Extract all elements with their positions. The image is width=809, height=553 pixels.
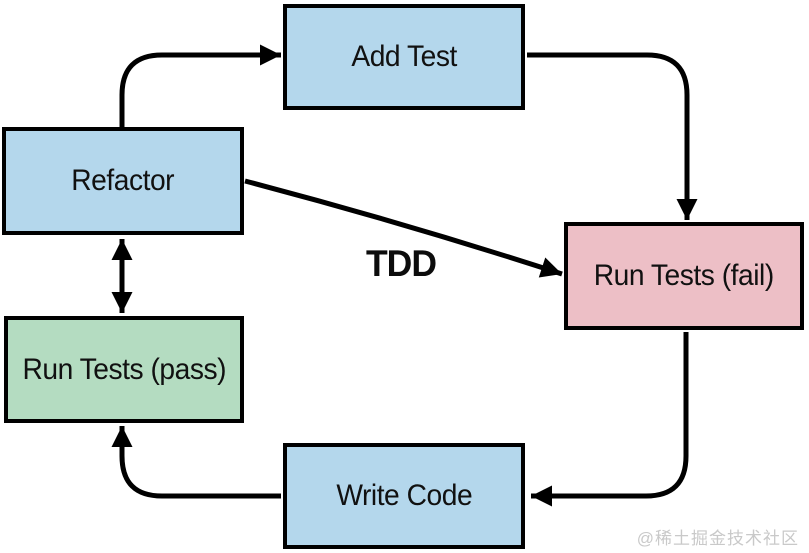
node-run-tests-fail-label: Run Tests (fail): [593, 259, 775, 292]
node-write-code-label: Write Code: [336, 479, 472, 512]
tdd-center-label: TDD: [365, 243, 437, 284]
node-run-tests-pass-label: Run Tests (pass): [22, 352, 226, 386]
node-refactor-label: Refactor: [71, 164, 175, 197]
node-write-code: Write Code: [283, 443, 525, 549]
node-add-test-label: Add Test: [351, 40, 457, 73]
watermark-text: @稀土掘金技术社区: [636, 529, 799, 548]
node-add-test: Add Test: [283, 4, 525, 110]
edge-write-code-to-run-tests-pass: [111, 426, 281, 499]
node-run-tests-pass: Run Tests (pass): [4, 316, 244, 423]
edge-refactor-to-add-test: [119, 44, 281, 128]
edge-run-tests-fail-to-write-code: [531, 332, 689, 507]
node-refactor: Refactor: [2, 127, 244, 235]
edge-tdd-diagonal-refactor-to-run-tests-fail: [244, 178, 563, 278]
node-run-tests-fail: Run Tests (fail): [564, 222, 804, 330]
edge-add-test-to-run-tests-fail: [527, 52, 698, 220]
